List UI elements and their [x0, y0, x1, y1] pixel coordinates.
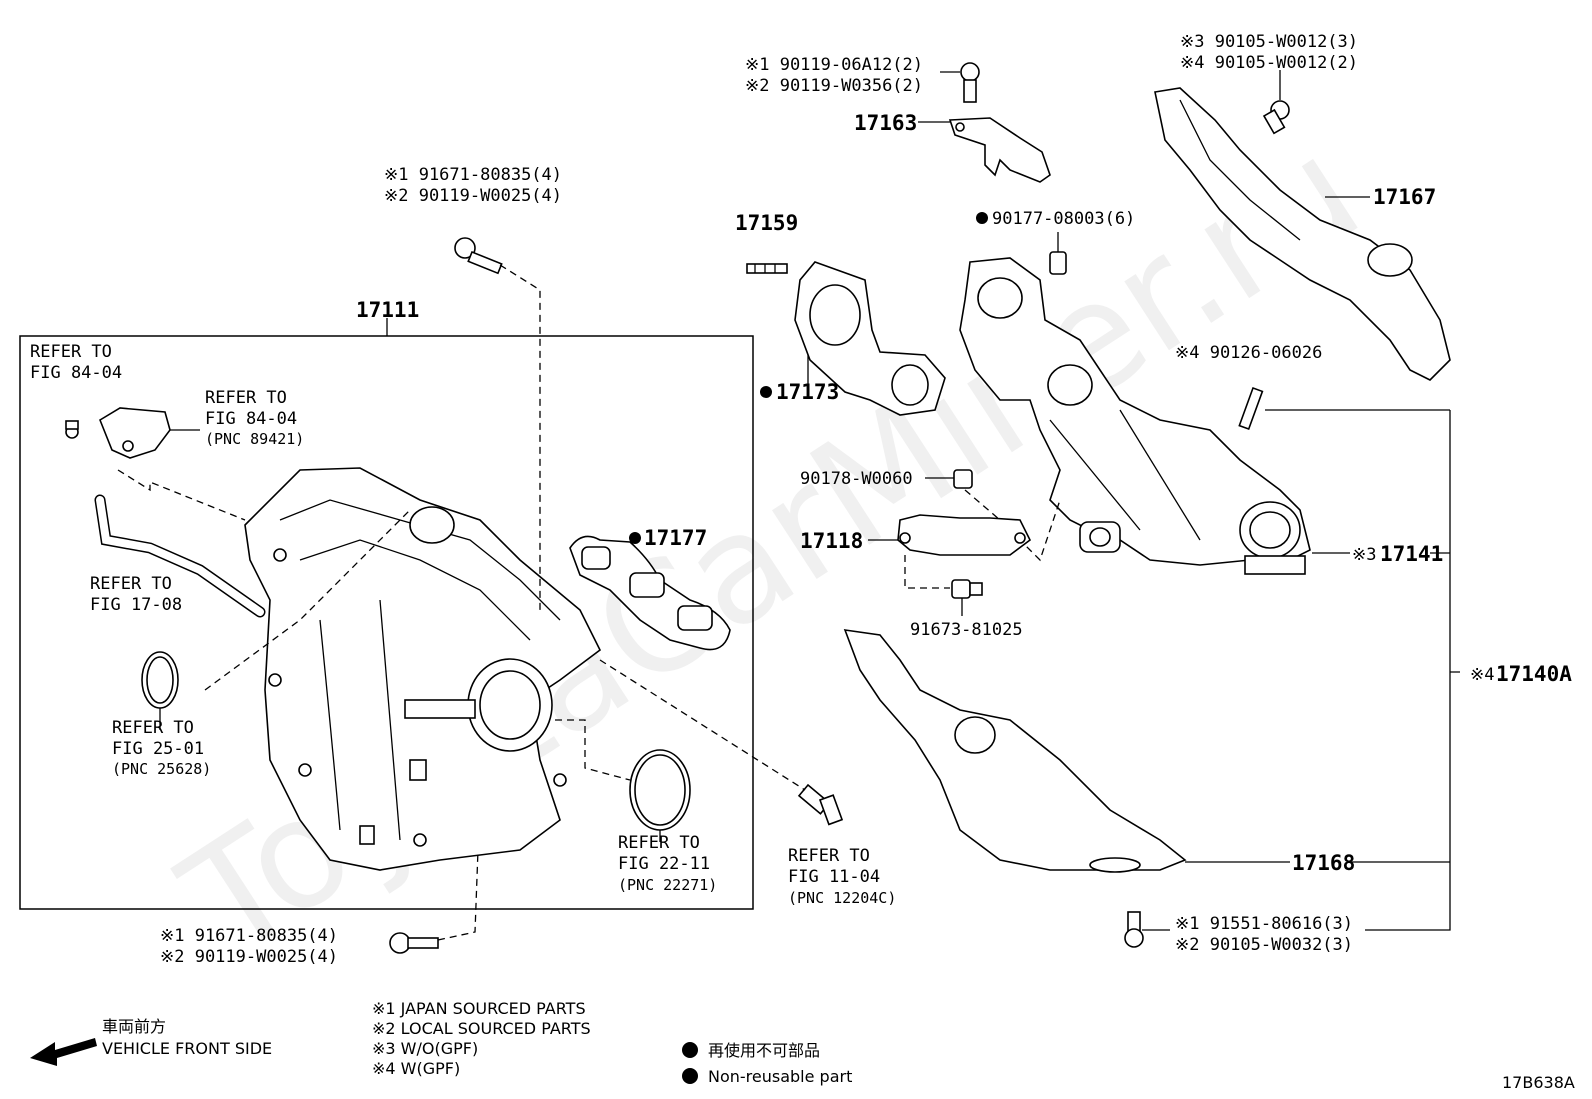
non-reusable-dot-90177 — [976, 212, 988, 224]
fastener-bolt-81025[interactable]: 91673-81025 — [910, 620, 1023, 640]
ref3-line1[interactable]: REFER TO — [90, 574, 172, 594]
bolt-intake-bottom[interactable] — [389, 932, 439, 954]
fastener-shield-bolt-a[interactable]: ※3 90105-W0012(3) — [1180, 32, 1358, 52]
fastener-low-shield-bolt-b[interactable]: ※2 90105-W0032(3) — [1175, 935, 1353, 955]
heat-shield-17168[interactable] — [843, 629, 1187, 873]
non-reusable-dot-17173 — [760, 386, 772, 398]
part-17140A-label[interactable]: 17140A — [1496, 662, 1572, 686]
bolt-intake-top[interactable] — [454, 237, 503, 275]
part-17177-label[interactable]: 17177 — [644, 526, 707, 550]
fastener-mark-141[interactable]: ※3 — [1352, 545, 1376, 565]
stud-17159[interactable] — [746, 263, 788, 274]
sensor-84-04[interactable] — [65, 407, 171, 459]
part-17167-label[interactable]: 17167 — [1373, 185, 1436, 209]
gasket-17177[interactable] — [569, 535, 731, 651]
part-17168-label[interactable]: 17168 — [1292, 851, 1355, 875]
ref1-line1[interactable]: REFER TO — [30, 342, 112, 362]
bolt-bracket[interactable] — [960, 62, 980, 103]
bracket-17118[interactable] — [897, 514, 1032, 556]
legend-nonreuse-en: Non-reusable part — [708, 1067, 852, 1086]
nut-90177[interactable] — [1049, 251, 1067, 275]
gasket-22-11[interactable] — [629, 749, 691, 831]
ref4-line3[interactable]: (PNC 25628) — [112, 760, 211, 778]
ref2-line3[interactable]: (PNC 89421) — [205, 430, 304, 448]
legend-note-2: ※2 LOCAL SOURCED PARTS — [372, 1019, 591, 1038]
ref2-line2[interactable]: FIG 84-04 — [205, 409, 297, 429]
vehicle-front-jp: 車両前方 — [102, 1017, 166, 1036]
fastener-top-bolt-b[interactable]: ※2 90119-W0025(4) — [384, 186, 562, 206]
heat-shield-17167[interactable] — [1154, 87, 1451, 381]
part-17111-label[interactable]: 17111 — [356, 298, 419, 322]
ref5-line3[interactable]: (PNC 22271) — [618, 876, 717, 894]
intake-manifold[interactable] — [244, 467, 602, 871]
fastener-top-bolt-a[interactable]: ※1 91671-80835(4) — [384, 165, 562, 185]
non-reusable-dot-17177 — [629, 532, 641, 544]
fastener-bottom-bolt-b[interactable]: ※2 90119-W0025(4) — [160, 947, 338, 967]
fastener-stud[interactable]: ※4 90126-06026 — [1175, 343, 1322, 363]
ref6-line3[interactable]: (PNC 12204C) — [788, 889, 896, 907]
legend-note-1: ※1 JAPAN SOURCED PARTS — [372, 999, 586, 1018]
gasket-17173[interactable] — [794, 261, 946, 416]
bolt-shield-upper[interactable] — [1262, 100, 1290, 135]
ref2-line1[interactable]: REFER TO — [205, 388, 287, 408]
sensor-11-04[interactable] — [797, 783, 844, 826]
part-17173-label[interactable]: 17173 — [776, 380, 839, 404]
nut-90178[interactable] — [953, 469, 973, 489]
assembly-17140A-bracket — [1350, 410, 1460, 931]
fastener-bracket-bolt-b[interactable]: ※2 90119-W0356(2) — [745, 76, 923, 96]
fastener-bottom-bolt-a[interactable]: ※1 91671-80835(4) — [160, 926, 338, 946]
fastener-mark-140A[interactable]: ※4 — [1470, 665, 1494, 685]
vehicle-front-arrow-icon — [30, 1038, 97, 1066]
hose-17-08[interactable] — [94, 494, 266, 618]
legend-dot-en — [682, 1068, 698, 1084]
bolt-shield-lower[interactable] — [1124, 911, 1144, 948]
ref5-line2[interactable]: FIG 22-11 — [618, 854, 710, 874]
vehicle-front-en: VEHICLE FRONT SIDE — [102, 1039, 272, 1058]
oring-25-01[interactable] — [141, 651, 179, 709]
fastener-nut-w0060[interactable]: 90178-W0060 — [800, 469, 913, 489]
legend-note-4: ※4 W(GPF) — [372, 1059, 460, 1078]
part-17141-label[interactable]: 17141 — [1380, 542, 1443, 566]
ref6-line2[interactable]: FIG 11-04 — [788, 867, 880, 887]
exhaust-manifold-17141[interactable] — [959, 257, 1311, 575]
figure-code: 17B638A — [1502, 1073, 1575, 1092]
fastener-low-shield-bolt-a[interactable]: ※1 91551-80616(3) — [1175, 914, 1353, 934]
ref1-line2[interactable]: FIG 84-04 — [30, 363, 122, 383]
ref5-line1[interactable]: REFER TO — [618, 833, 700, 853]
stud-90126[interactable] — [1238, 386, 1264, 431]
part-17159-label[interactable]: 17159 — [735, 211, 798, 235]
fastener-bracket-bolt-a[interactable]: ※1 90119-06A12(2) — [745, 55, 923, 75]
part-17118-label[interactable]: 17118 — [800, 529, 863, 553]
bracket-17163[interactable] — [948, 117, 1051, 183]
fastener-nut-6[interactable]: 90177-08003(6) — [992, 209, 1135, 229]
bolt-91673[interactable] — [951, 579, 983, 599]
ref4-line2[interactable]: FIG 25-01 — [112, 739, 204, 759]
legend-note-3: ※3 W/O(GPF) — [372, 1039, 478, 1058]
part-17163-label[interactable]: 17163 — [854, 111, 917, 135]
fastener-shield-bolt-b[interactable]: ※4 90105-W0012(2) — [1180, 53, 1358, 73]
ref3-line2[interactable]: FIG 17-08 — [90, 595, 182, 615]
legend-dot-jp — [682, 1042, 698, 1058]
legend-nonreuse-jp: 再使用不可部品 — [708, 1041, 820, 1060]
ref6-line1[interactable]: REFER TO — [788, 846, 870, 866]
ref4-line1[interactable]: REFER TO — [112, 718, 194, 738]
